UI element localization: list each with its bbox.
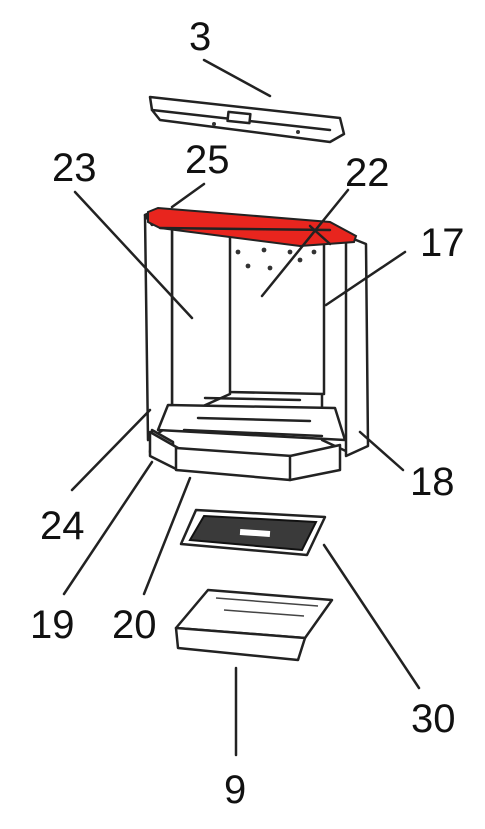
label-top-plate: 3 [189, 15, 211, 59]
leader-lines [62, 58, 421, 757]
back-brick-part[interactable] [226, 226, 326, 396]
label-back-brick: 22 [345, 151, 390, 195]
ash-pan-part[interactable] [174, 588, 334, 662]
label-deflector: 25 [185, 138, 230, 182]
label-left-front-brick: 24 [40, 504, 85, 548]
left-side-brick-part[interactable] [170, 224, 232, 422]
label-left-side-brick: 23 [52, 146, 97, 190]
front-base-part[interactable] [174, 443, 342, 482]
label-right-side-brick: 17 [420, 221, 465, 265]
label-grate: 30 [411, 697, 456, 741]
grate-part[interactable] [179, 508, 327, 557]
label-right-front-brick: 18 [410, 460, 455, 504]
right-front-brick-part[interactable] [344, 234, 370, 458]
deflector-part[interactable] [147, 206, 358, 248]
top-plate-part[interactable] [148, 95, 346, 144]
label-ash-pan: 9 [224, 768, 246, 812]
label-left-base-corner: 19 [30, 603, 75, 647]
label-front-base: 20 [112, 603, 157, 647]
